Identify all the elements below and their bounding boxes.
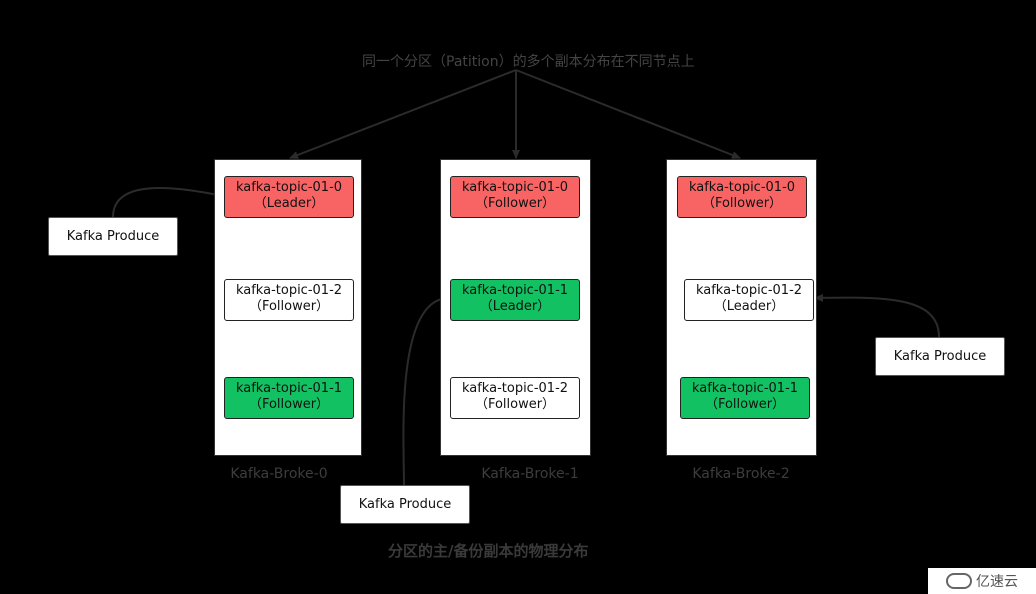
partition-topic: kafka-topic-01-1	[691, 381, 799, 396]
partition-box: kafka-topic-01-2 （Follower）	[450, 377, 580, 419]
partition-topic: kafka-topic-01-0	[461, 180, 569, 195]
diagram-caption: 分区的主/备份副本的物理分布	[388, 542, 589, 560]
partition-role: （Follower）	[474, 196, 556, 211]
kafka-producer-box: Kafka Produce	[340, 485, 470, 524]
partition-topic: kafka-topic-01-2	[695, 283, 803, 298]
broker-label-0: Kafka-Broke-0	[230, 466, 328, 482]
broker-box-2: kafka-topic-01-0 （Follower） kafka-topic-…	[666, 159, 817, 456]
partition-topic: kafka-topic-01-2	[235, 283, 343, 298]
partition-box: kafka-topic-01-1 （Follower）	[680, 377, 810, 419]
partition-topic: kafka-topic-01-0	[688, 180, 796, 195]
broker-box-0: kafka-topic-01-0 （Leader） kafka-topic-01…	[214, 159, 362, 456]
partition-role: （Follower）	[248, 397, 330, 412]
partition-box: kafka-topic-01-0 （Leader）	[224, 176, 354, 218]
partition-role: （Follower）	[704, 397, 786, 412]
broker-box-1: kafka-topic-01-0 （Follower） kafka-topic-…	[440, 159, 591, 456]
partition-role: （Follower）	[701, 196, 783, 211]
partition-role: （Follower）	[474, 397, 556, 412]
broker-label-2: Kafka-Broke-2	[692, 466, 790, 482]
producer-arrow-broker-0	[112, 187, 224, 218]
partition-role: （Leader）	[713, 299, 785, 314]
arrow-to-broker-0	[289, 69, 517, 159]
partition-topic: kafka-topic-01-2	[461, 381, 569, 396]
producer-arrow-broker-1	[402, 294, 449, 487]
broker-label-1: Kafka-Broke-1	[481, 466, 579, 482]
watermark: 亿速云	[928, 568, 1036, 594]
arrow-to-broker-2	[515, 69, 741, 159]
producer-arrow-broker-2	[814, 293, 940, 338]
partition-role: （Leader）	[479, 299, 551, 314]
partition-role: （Leader）	[253, 196, 325, 211]
partition-box: kafka-topic-01-1 （Follower）	[224, 377, 354, 419]
kafka-producer-box: Kafka Produce	[875, 337, 1005, 376]
partition-topic: kafka-topic-01-1	[235, 381, 343, 396]
partition-box: kafka-topic-01-0 （Follower）	[677, 176, 807, 218]
partition-topic: kafka-topic-01-1	[461, 283, 569, 298]
partition-box: kafka-topic-01-2 （Follower）	[224, 279, 354, 321]
watermark-text: 亿速云	[976, 574, 1018, 590]
partition-topic: kafka-topic-01-0	[235, 180, 343, 195]
partition-box: kafka-topic-01-2 （Leader）	[684, 279, 814, 321]
partition-box: kafka-topic-01-1 （Leader）	[450, 279, 580, 321]
kafka-producer-box: Kafka Produce	[48, 217, 178, 256]
diagram-heading: 同一个分区（Patition）的多个副本分布在不同节点上	[362, 54, 695, 70]
partition-box: kafka-topic-01-0 （Follower）	[450, 176, 580, 218]
cloud-logo-icon	[946, 573, 972, 589]
partition-role: （Follower）	[248, 299, 330, 314]
